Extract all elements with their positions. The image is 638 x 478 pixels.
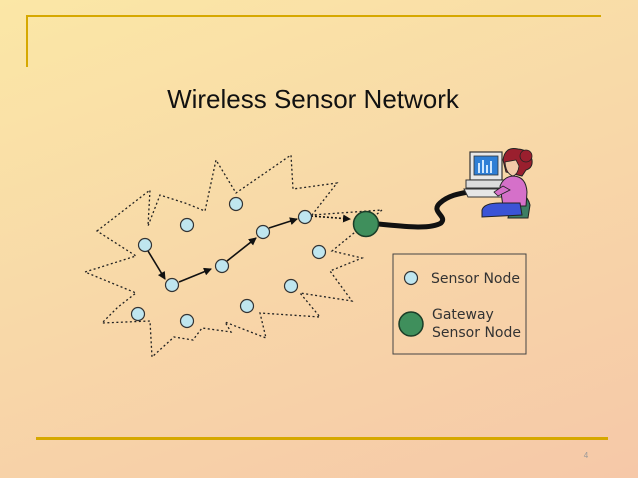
sensor-node (179, 313, 195, 329)
sensor-node (130, 306, 146, 322)
sensor-node (137, 237, 153, 253)
sensor-node (311, 244, 327, 260)
gateway-cable (375, 185, 489, 230)
sensor-node (228, 196, 244, 212)
slide-frame-left-line (26, 15, 28, 67)
legend: Sensor Node Gateway Sensor Node (392, 253, 527, 355)
legend-gateway-swatch (398, 311, 424, 337)
legend-gateway-label-line2: Sensor Node (432, 325, 521, 341)
sensor-nodes (130, 196, 327, 329)
sensor-node (239, 298, 255, 314)
route-arrow-1 (147, 250, 166, 280)
legend-gateway-label-line1: Gateway (432, 307, 494, 323)
route-arrow-3 (226, 237, 257, 262)
sensor-node (283, 278, 299, 294)
sensor-node (179, 217, 195, 233)
route-arrow-5 (310, 214, 351, 223)
slide-title-text: Wireless Sensor Network (167, 84, 459, 114)
sensor-node (164, 277, 180, 293)
route-arrow-2 (178, 267, 212, 283)
sensor-node (297, 209, 313, 225)
sensor-node (214, 258, 230, 274)
page-number: 4 (583, 451, 589, 460)
legend-sensor-node-swatch (403, 270, 419, 286)
legend-sensor-node-label: Sensor Node (431, 271, 520, 287)
route-arrow-4 (268, 217, 298, 229)
gateway-node (352, 210, 380, 238)
legend-box (392, 253, 527, 355)
slide-frame-bottom-line (36, 437, 608, 440)
slide-frame-top-line (26, 15, 601, 17)
slide-title: Wireless Sensor Network (0, 84, 638, 115)
computer-user-icon (463, 148, 533, 219)
sensor-node (255, 224, 271, 240)
